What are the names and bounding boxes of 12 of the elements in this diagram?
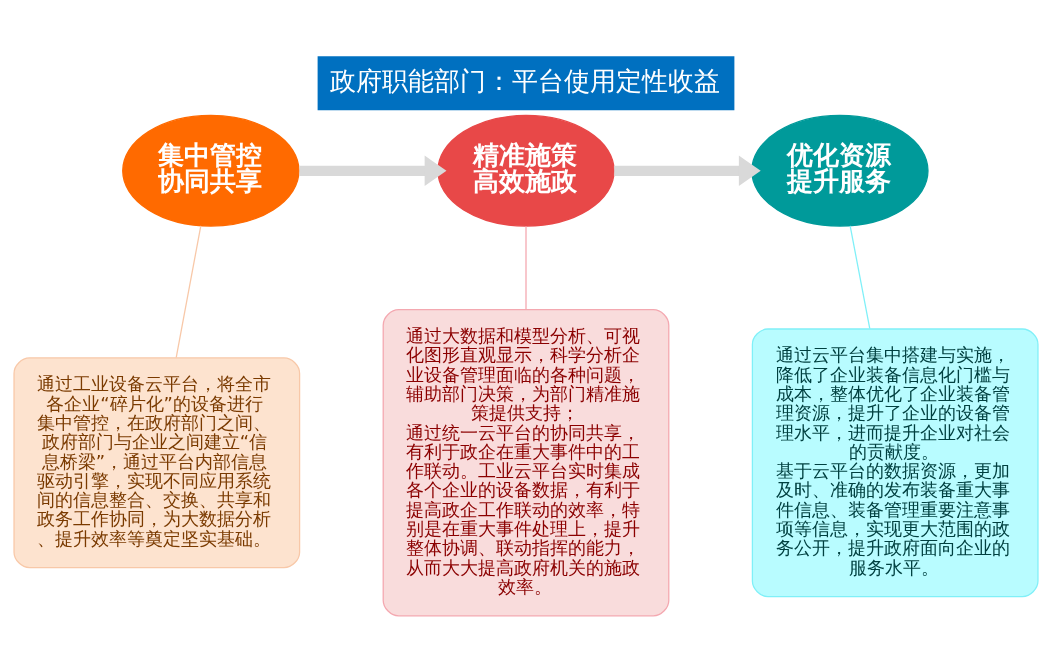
node-ellipse: 优化资源提升服务	[751, 114, 929, 227]
connector	[525, 225, 527, 310]
connector	[849, 225, 871, 330]
node-box: 通过大数据和模型分析、可视化图形直观显示，科学分析企业设备管理面临的各种问题，辅助部门决策，为部门精准施策提供支持； 通过统一云平台的协同共享，有利于政企在重大事件中的工作联动。工业云平台实时集成各个企业的设备数据，有利于提高政企工作联动的效率，特别是在重大事件处理上，提升整体协调、联动指挥的能力，从而大大提高政府机关的施政效率。	[382, 309, 670, 617]
arrow	[614, 155, 761, 187]
connector	[175, 225, 202, 359]
node-ellipse: 集中管控协同共享	[122, 114, 300, 227]
node-box: 通过云平台集中搭建与实施，降低了企业装备信息化门槛与成本，整体优化了企业装备管理资源，提升了企业的设备管理水平，进而提升企业对社会的贡献度。 基于云平台的数据资源，更加及时、准确的发布装备重大事件信息、装备管理重要注意事项等信息，实现更大范围的政务公开，提升政府面向企业的服务水平。	[751, 328, 1039, 598]
node-ellipse: 精准施策高效施政	[437, 114, 615, 227]
node-box: 通过工业设备云平台，将全市各企业“碎片化”的设备进行集中管控，在政府部门之间、政府部门与企业之间建立“信息桥梁”，通过平台内部信息驱动引擎，实现不同应用系统间的信息整合、交换、共享和政务工作协同，为大数据分析、提升效率等奠定坚实基础。	[13, 357, 301, 569]
diagram-title: 政府职能部门：平台使用定性收益	[330, 65, 721, 96]
arrow	[299, 155, 447, 187]
